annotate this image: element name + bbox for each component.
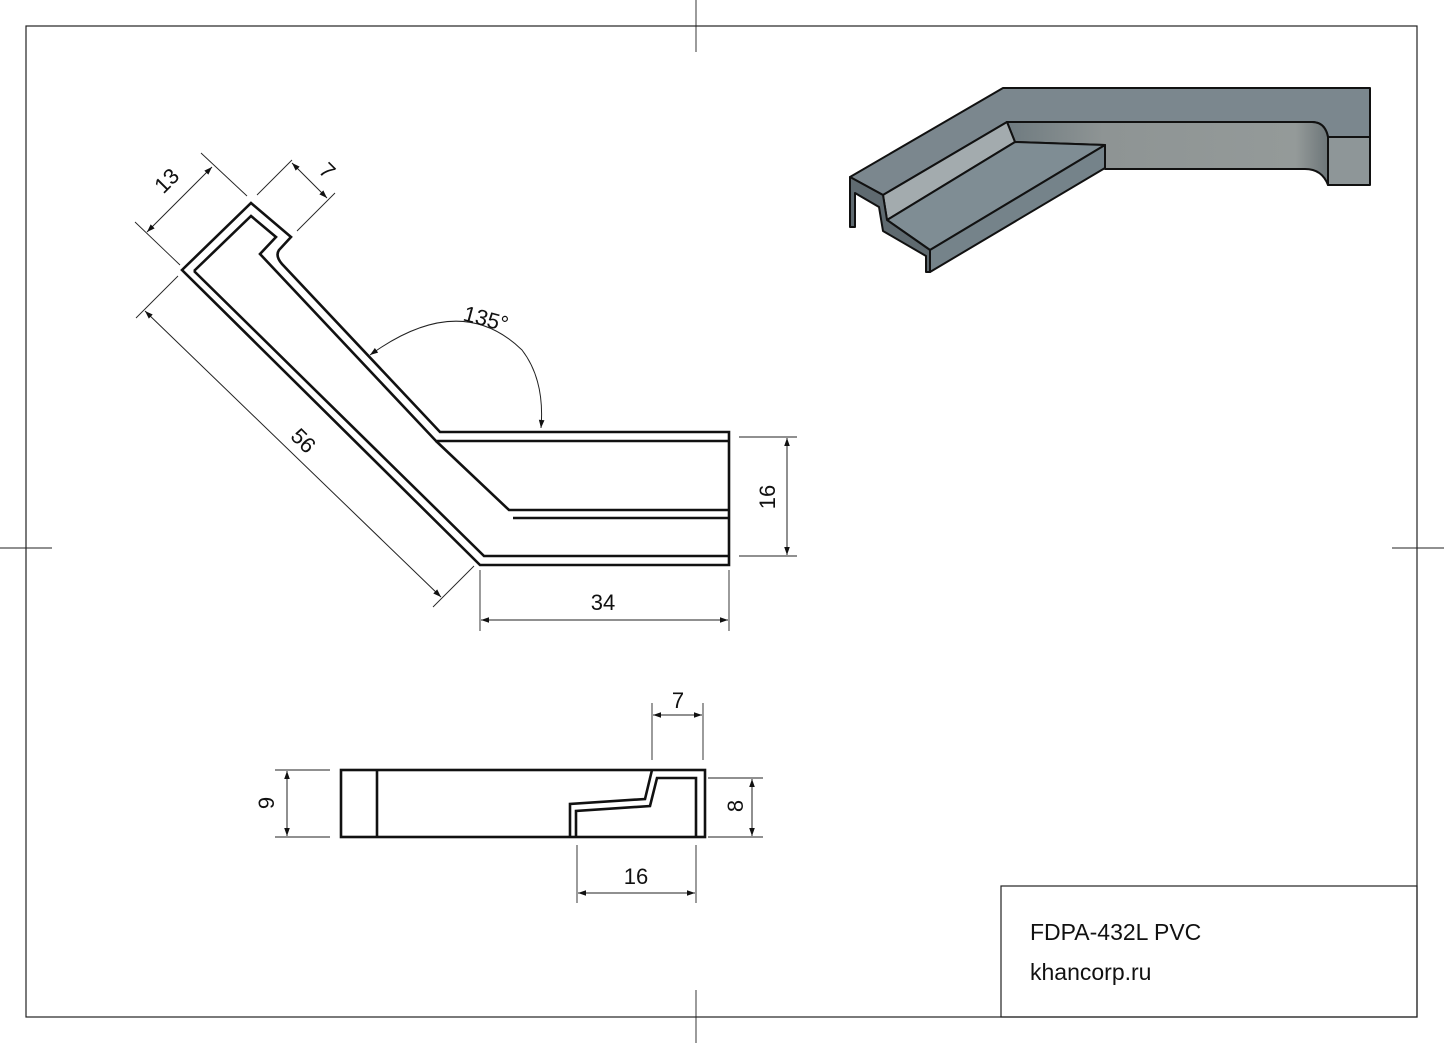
side-view-profile-inner [574,776,698,837]
dim-label-135: 135° [461,301,511,337]
render-profile-end [849,176,931,273]
dim-label-9: 9 [254,797,279,809]
dim-height: 16 [739,436,797,557]
dim-flange-width: 13 [134,152,248,266]
side-view-outline [339,768,707,839]
side-view-profile-outer [568,769,654,837]
top-view-inner-bottom [193,270,729,558]
dim-total-height: 9 [254,769,330,838]
top-view-groove-upper [435,440,729,512]
part-number: FDPA-432L PVC [1030,919,1201,945]
top-view-outline [180,201,731,567]
dim-straight-length: 34 [479,570,730,631]
title-block-frame [1000,885,1418,1018]
title-block: FDPA-432L PVC khancorp.ru [1000,885,1418,1018]
border [25,25,1418,1018]
dim-label-16-side: 16 [624,864,648,889]
top-view-inner-line [193,214,729,443]
dim-profile-width: 16 [576,845,697,903]
render-end-face [1327,136,1371,186]
dim-label-34: 34 [591,590,615,615]
dim-label-8: 8 [723,800,748,812]
dim-label-56: 56 [286,423,321,458]
dim-label-7-top: 7 [314,158,340,184]
dim-label-16-top: 16 [755,485,780,509]
dim-label-7-side: 7 [672,688,684,713]
isometric-render [849,87,1371,273]
dim-lip-width-side: 7 [651,688,704,760]
side-view: 9 8 7 16 [254,688,763,903]
dim-label-13: 13 [149,163,184,198]
dim-profile-height: 8 [708,777,763,838]
dim-angled-length: 56 [135,275,475,608]
top-view: 13 7 56 135° 16 [134,152,797,631]
website: khancorp.ru [1030,959,1151,985]
dim-angle: 135° [369,301,545,429]
